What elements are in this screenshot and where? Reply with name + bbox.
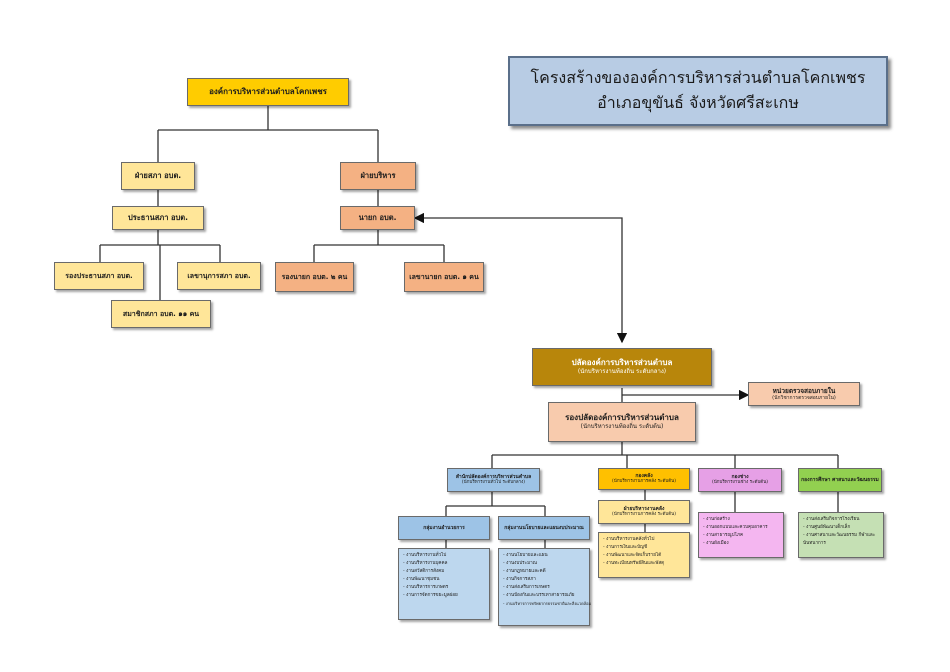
internal-audit-sub: (นักวิชาการตรวจสอบภายใน)	[772, 394, 836, 401]
dept-engineering-label: กองช่าง	[731, 474, 749, 481]
root-org-label: องค์การบริหารส่วนตำบลโคกเพชร	[209, 87, 327, 96]
deputy-clerk-box: รองปลัดองค์การบริหารส่วนตำบล (นักบริหารง…	[548, 402, 696, 442]
dept-office-sub: (นักบริหารงานทั่วไป ระดับกลาง)	[461, 480, 526, 486]
dept-office-box: สำนักปลัดองค์การบริหารส่วนตำบล (นักบริหา…	[447, 468, 540, 492]
engineering-task-list: งานก่อสร้าง งานออกแบบและควบคุมอาคาร งานส…	[698, 512, 784, 558]
executive-label: ฝ่ายบริหาร	[360, 171, 396, 181]
list-item: งานพัฒนาชุมชน	[403, 576, 485, 584]
mayor-secretary-label: เลขานายก อบต. ๑ คน	[409, 272, 479, 281]
education-task-list: งานส่งเสริมกิจการโรงเรียน งานศูนย์พัฒนาเ…	[798, 512, 884, 558]
chart-title: โครงสร้างขององค์การบริหารส่วนตำบลโคกเพชร…	[508, 56, 888, 126]
chief-clerk-level: (นักบริหารงานท้องถิ่น ระดับกลาง)	[577, 368, 667, 376]
internal-audit-label: หน่วยตรวจสอบภายใน	[772, 386, 836, 395]
list-item: งานทะเบียนทรัพย์สินและพัสดุ	[603, 560, 685, 568]
root-org-box: องค์การบริหารส่วนตำบลโคกเพชร	[187, 78, 349, 106]
list-item: งานบริหารงานคลังทั่วไป	[603, 536, 685, 544]
finance-admin-sub: (นักบริหารงานการคลัง ระดับต้น)	[612, 512, 676, 518]
dept-finance-box: กองคลัง (นักบริหารงานการคลัง ระดับต้น)	[598, 468, 690, 490]
list-item: งานสาธารณูปโภค	[703, 532, 779, 540]
finance-admin-box: ฝ่ายบริหารงานคลัง (นักบริหารงานการคลัง ร…	[598, 500, 690, 524]
council-members-box: สมาชิกสภา อบต. ๑๑ คน	[111, 300, 211, 328]
policy-task-list: งานนโยบายและแผน งานงบประมาณ งานกฎหมายและ…	[498, 548, 591, 626]
list-item: งานก่อสร้าง	[703, 516, 779, 524]
list-item: งานผังเมือง	[703, 540, 779, 548]
title-line-1: โครงสร้างขององค์การบริหารส่วนตำบลโคกเพชร	[530, 68, 866, 88]
mayor-label: นายก อบต.	[358, 213, 397, 223]
speaker-box: ประธานสภา อบต.	[112, 206, 204, 230]
finance-task-list: งานบริหารงานคลังทั่วไป งานการเงินและบัญช…	[598, 532, 690, 578]
legislative-label: ฝ่ายสภา อบต.	[134, 171, 182, 181]
deputy-mayors-label: รองนายก อบต. ๒ คน	[281, 272, 348, 281]
council-secretary-box: เลขานุการสภา อบต.	[177, 262, 261, 290]
finance-admin-label: ฝ่ายบริหารงานคลัง	[623, 506, 665, 513]
deputy-clerk-label: รองปลัดองค์การบริหารส่วนตำบล	[565, 413, 679, 423]
internal-audit-box: หน่วยตรวจสอบภายใน (นักวิชาการตรวจสอบภายใ…	[748, 382, 860, 406]
dept-finance-sub: (นักบริหารงานการคลัง ระดับต้น)	[612, 479, 676, 485]
executive-box: ฝ่ายบริหาร	[340, 162, 416, 190]
list-item: งานกิจการสภา	[503, 576, 585, 584]
legislative-box: ฝ่ายสภา อบต.	[121, 162, 195, 190]
council-members-label: สมาชิกสภา อบต. ๑๑ คน	[122, 309, 200, 318]
list-item: งานบริหารการเกษตร	[403, 584, 485, 592]
speaker-label: ประธานสภา อบต.	[127, 213, 189, 223]
list-item: งานบริหารงานทั่วไป	[403, 552, 485, 560]
admin-task-list: งานบริหารงานทั่วไป งานบริหารงานบุคคล งาน…	[398, 548, 490, 620]
list-item: งานกฎหมายและคดี	[503, 568, 585, 576]
deputy-mayors-box: รองนายก อบต. ๒ คน	[275, 262, 354, 292]
group-general-admin-label: กลุ่มงานอำนวยการ	[423, 524, 465, 531]
list-item: งานงบประมาณ	[503, 560, 585, 568]
dept-education-box: กองการศึกษา ศาสนาและวัฒนธรรม	[798, 468, 882, 492]
dept-engineering-sub: (นักบริหารงานช่าง ระดับต้น)	[711, 480, 769, 486]
council-secretary-label: เลขานุการสภา อบต.	[187, 271, 251, 280]
chief-clerk-box: ปลัดองค์การบริหารส่วนตำบล (นักบริหารงานท…	[532, 348, 712, 386]
list-item: งานบริหารงานบุคคล	[403, 560, 485, 568]
list-item: งานนโยบายและแผน	[503, 552, 585, 560]
title-line-2: อำเภอขุขันธ์ จังหวัดศรีสะเกษ	[597, 93, 799, 112]
chief-clerk-label: ปลัดองค์การบริหารส่วนตำบล	[571, 358, 673, 368]
list-item: งานการเงินและบัญชี	[603, 544, 685, 552]
list-item: งานบริหารการทรัพยากรธรรมชาติและสิ่งแวดล้…	[503, 600, 591, 608]
list-item: งานออกแบบและควบคุมอาคาร	[703, 524, 779, 532]
dept-education-label: กองการศึกษา ศาสนาและวัฒนธรรม	[801, 476, 879, 483]
list-item: งานส่งเสริมการเกษตร	[503, 584, 585, 592]
list-item: งานป้องกันและบรรเทาสาธารณภัย	[503, 592, 585, 600]
list-item: งานพัฒนาและจัดเก็บรายได้	[603, 552, 685, 560]
list-item: งานศูนย์พัฒนาเด็กเล็ก	[803, 524, 879, 532]
group-general-admin-box: กลุ่มงานอำนวยการ	[398, 516, 490, 540]
deputy-speaker-label: รองประธานสภา อบต.	[65, 271, 133, 280]
list-item: งานการจัดการขยะมูลฝอย	[403, 592, 485, 600]
mayor-secretary-box: เลขานายก อบต. ๑ คน	[404, 262, 484, 292]
dept-finance-label: กองคลัง	[635, 473, 653, 480]
dept-office-label: สำนักปลัดองค์การบริหารส่วนตำบล	[455, 474, 532, 481]
group-policy-label: กลุ่มงานนโยบายและแผนงบประมาณ	[504, 524, 584, 531]
deputy-clerk-level: (นักบริหารงานท้องถิ่น ระดับต้น)	[580, 423, 664, 431]
list-item: งานส่งเสริมกิจการโรงเรียน	[803, 516, 879, 524]
dept-engineering-box: กองช่าง (นักบริหารงานช่าง ระดับต้น)	[698, 468, 782, 492]
list-item: งานสวัสดิการสังคม	[403, 568, 485, 576]
deputy-speaker-box: รองประธานสภา อบต.	[54, 262, 144, 290]
group-policy-box: กลุ่มงานนโยบายและแผนงบประมาณ	[498, 516, 590, 540]
mayor-box: นายก อบต.	[340, 206, 415, 230]
list-item: งานศาสนาและวัฒนธรรม กีฬาและนันทนาการ	[803, 532, 879, 548]
